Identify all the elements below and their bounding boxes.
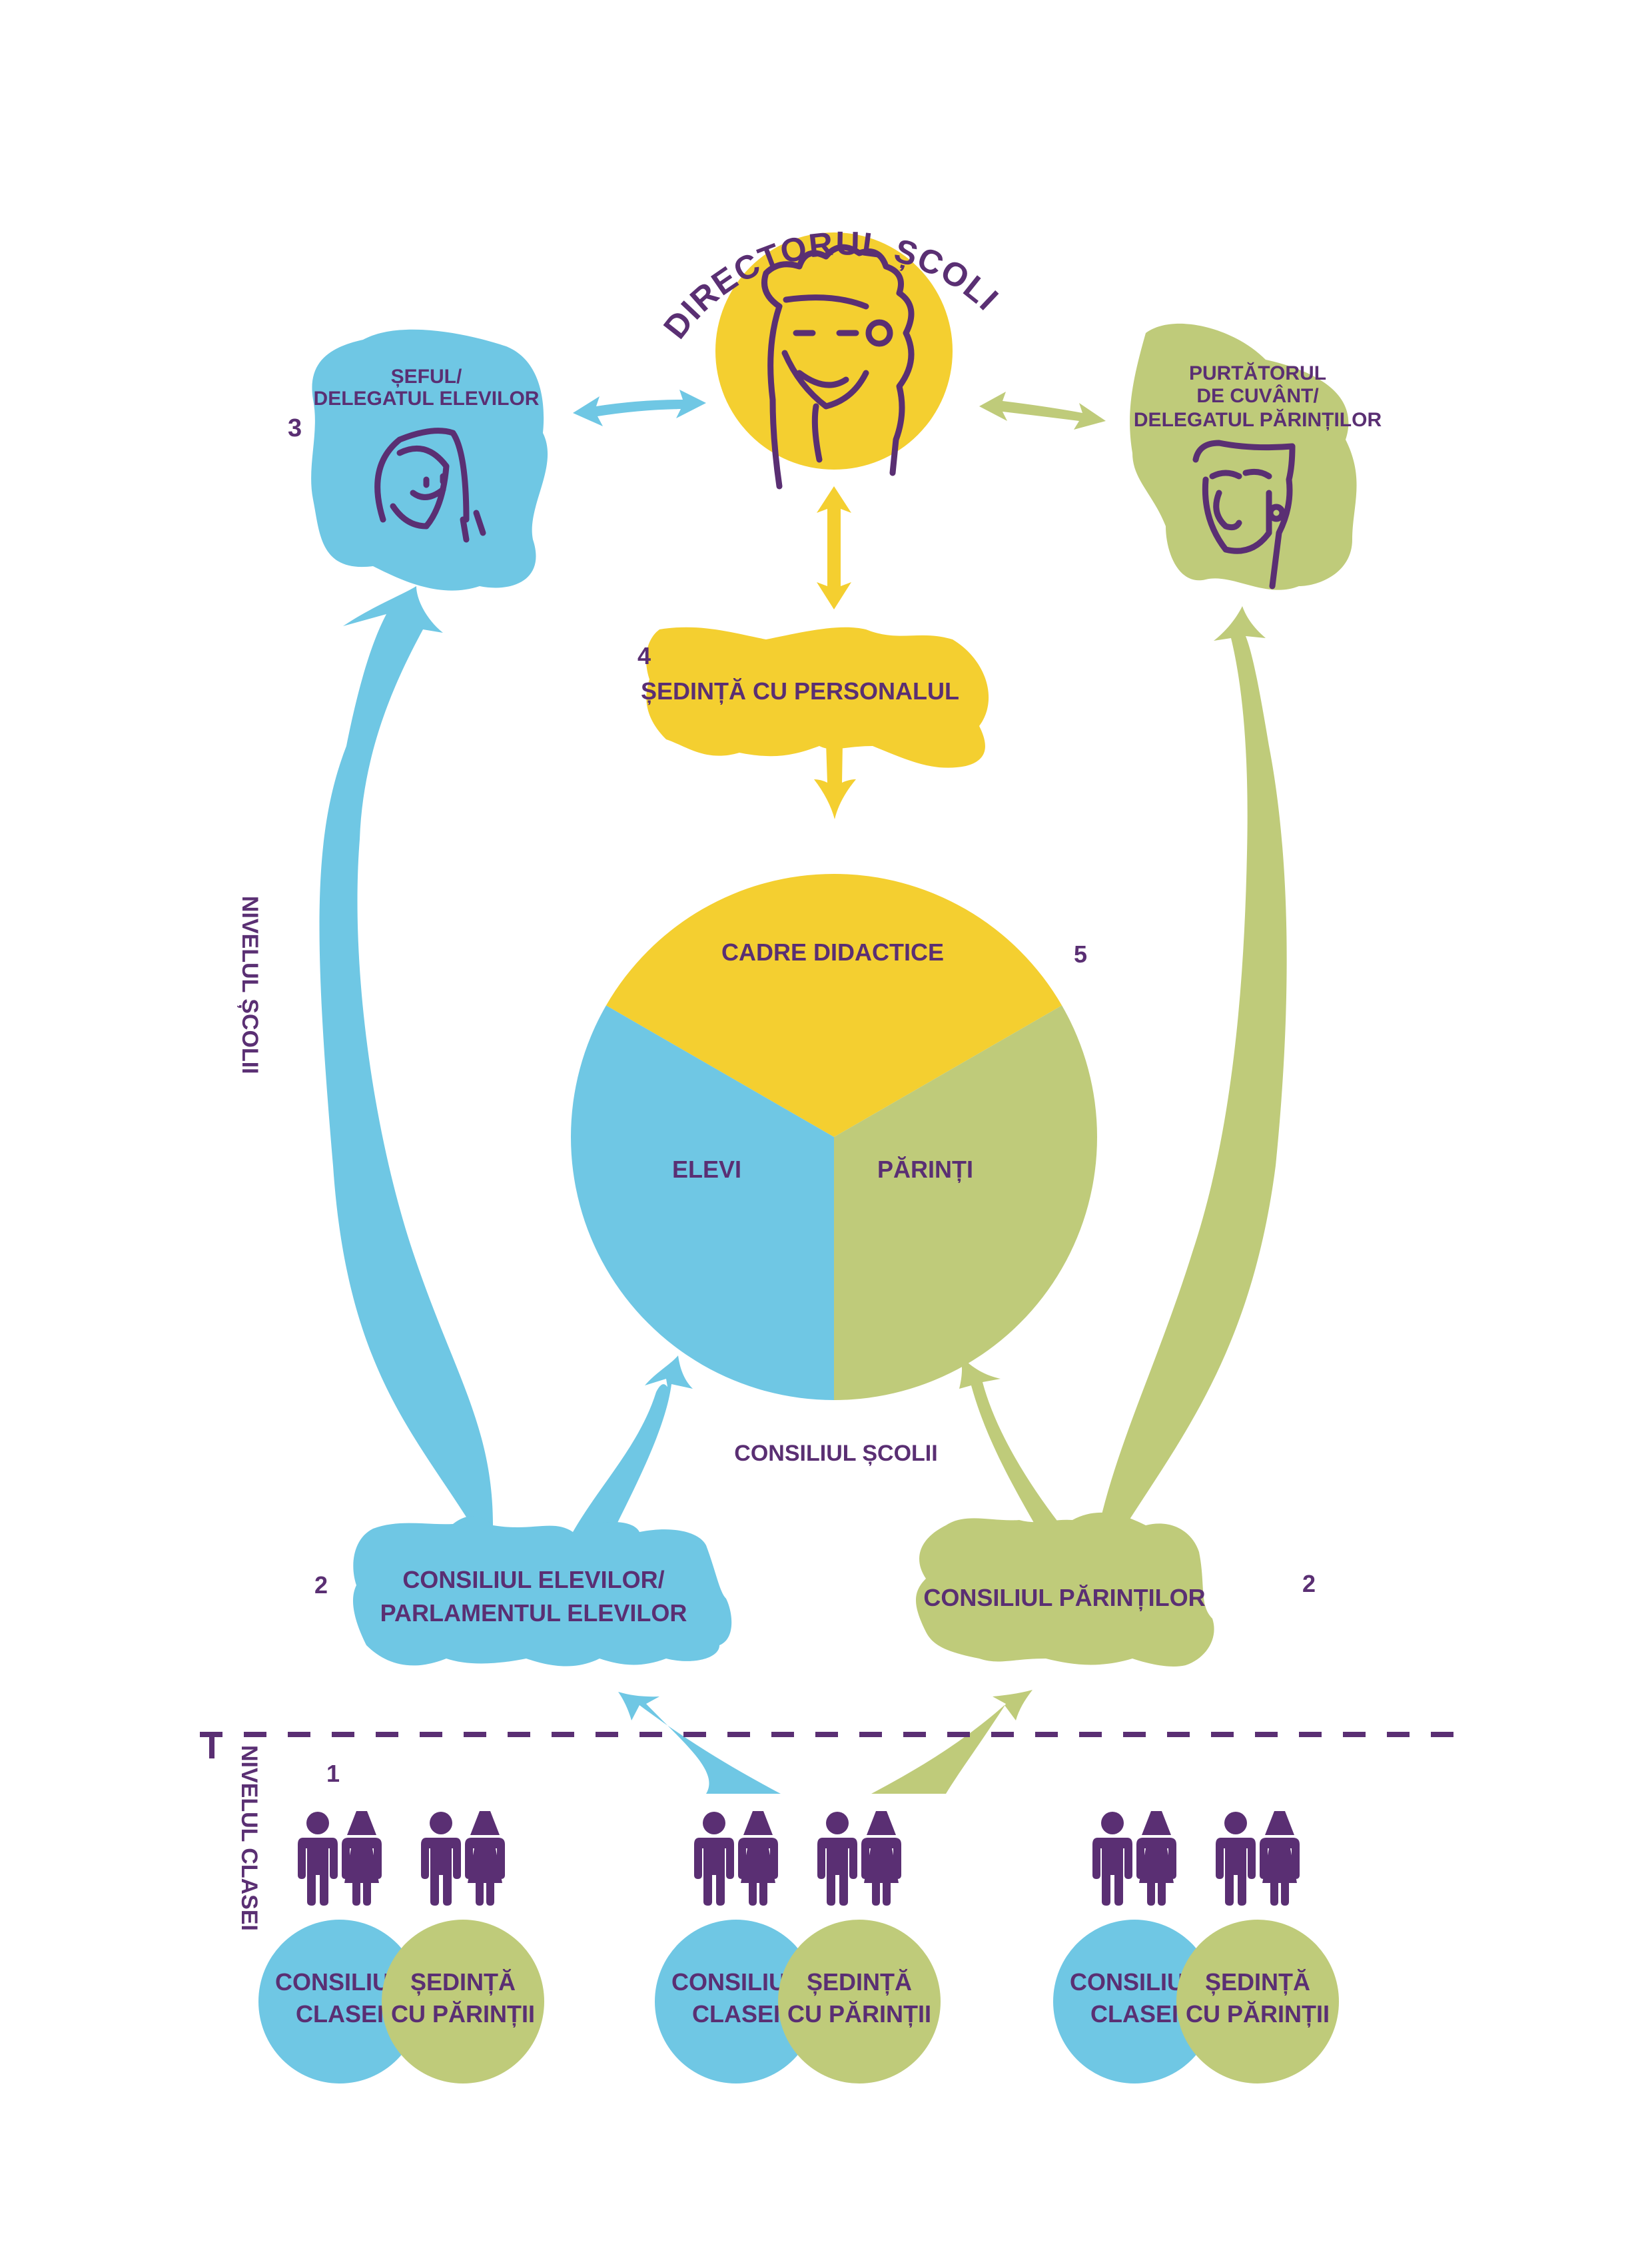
parent-meeting-label-line1: ȘEDINȚĂ bbox=[410, 1968, 516, 1996]
class-council-label-line2: CLASEI bbox=[1090, 2000, 1178, 2028]
student-delegate-blob bbox=[311, 329, 548, 591]
school-council-caption: CONSILIUL ȘCOLII bbox=[734, 1441, 937, 1466]
parent-council-blob bbox=[916, 1512, 1214, 1667]
arrow-parent-council-to-school-council bbox=[959, 1355, 1066, 1532]
arrow-director-parent-delegate bbox=[979, 392, 1106, 430]
woman-icon bbox=[861, 1811, 901, 1906]
level-school-label: NIVELUL ȘCOLII bbox=[237, 896, 262, 1074]
class-level-number: 1 bbox=[326, 1760, 340, 1787]
school-council-pie bbox=[570, 873, 1098, 1400]
arrow-student-council-to-delegate bbox=[319, 586, 493, 1525]
man-icon bbox=[1216, 1812, 1256, 1906]
parent-delegate-blob bbox=[1130, 323, 1357, 590]
student-delegate-number: 3 bbox=[288, 414, 302, 442]
woman-icon bbox=[465, 1811, 505, 1906]
parent-meeting-circle bbox=[382, 1920, 544, 2083]
class-council-circle bbox=[655, 1920, 817, 2083]
school-council-number: 5 bbox=[1074, 941, 1087, 968]
arrow-class-to-parent-council bbox=[871, 1690, 1032, 1794]
staff-meeting-number: 4 bbox=[637, 642, 651, 669]
level-class-label: NIVELUL CLASEI bbox=[236, 1745, 262, 1931]
class-council-label-line2: CLASEI bbox=[296, 2000, 384, 2028]
man-icon bbox=[817, 1812, 857, 1906]
woman-icon bbox=[342, 1811, 382, 1906]
student-face-icon bbox=[374, 428, 486, 543]
parent-council-number: 2 bbox=[1302, 1570, 1316, 1597]
woman-icon bbox=[738, 1811, 778, 1906]
student-council-line2: PARLAMENTUL ELEVILOR bbox=[380, 1599, 687, 1627]
student-delegate-line1: ȘEFUL/ bbox=[391, 366, 462, 388]
parent-meeting-label-line2: CU PĂRINȚII bbox=[787, 2000, 931, 2028]
class-council-circle bbox=[1053, 1920, 1216, 2083]
student-council-line1: CONSILIUL ELEVILOR/ bbox=[402, 1566, 664, 1593]
parent-meeting-label-line1: ȘEDINȚĂ bbox=[1205, 1968, 1310, 1996]
man-icon bbox=[694, 1812, 734, 1906]
man-icon bbox=[1092, 1812, 1132, 1906]
parent-delegate-line3: DELEGATUL PĂRINȚILOR bbox=[1134, 408, 1382, 431]
parent-meeting-label-line2: CU PĂRINȚII bbox=[1186, 2000, 1330, 2028]
man-icon bbox=[421, 1812, 461, 1906]
arrow-parent-council-to-delegate bbox=[1099, 606, 1287, 1525]
arrow-director-student-delegate bbox=[573, 390, 706, 426]
pie-segment-parents bbox=[834, 1005, 1098, 1400]
staff-meeting-blob bbox=[646, 627, 989, 768]
parent-meeting-label-line2: CU PĂRINȚII bbox=[391, 2000, 535, 2028]
parent-meeting-circle bbox=[778, 1920, 941, 2083]
parent-council-label: CONSILIUL PĂRINȚILOR bbox=[923, 1584, 1205, 1611]
man-icon bbox=[298, 1812, 338, 1906]
student-delegate-line2: DELEGATUL ELEVILOR bbox=[314, 388, 540, 410]
woman-icon bbox=[1260, 1811, 1300, 1906]
pie-segment-students bbox=[570, 1005, 834, 1400]
class-council-circle bbox=[258, 1920, 421, 2083]
parent-delegate-line2: DE CUVÂNT/ bbox=[1196, 384, 1319, 407]
woman-icon bbox=[1136, 1811, 1176, 1906]
arrow-class-to-student-council bbox=[618, 1692, 781, 1794]
pie-label-teachers: CADRE DIDACTICE bbox=[721, 939, 944, 966]
student-council-number: 2 bbox=[314, 1571, 328, 1599]
arrow-staff-meeting-to-school-council bbox=[814, 743, 856, 819]
pie-label-parents: PĂRINȚI bbox=[877, 1156, 973, 1183]
staff-meeting-label: ȘEDINȚĂ CU PERSONALUL bbox=[641, 677, 959, 705]
parent-meeting-label-line1: ȘEDINȚĂ bbox=[807, 1968, 912, 1996]
class-council-label-line2: CLASEI bbox=[692, 2000, 780, 2028]
arrow-director-staff-meeting bbox=[817, 486, 851, 609]
parent-delegate-line1: PURTĂTORUL bbox=[1189, 362, 1326, 384]
director-face-icon bbox=[761, 244, 915, 490]
arrow-student-council-to-school-council bbox=[573, 1355, 693, 1532]
parent-face-icon bbox=[1192, 440, 1296, 589]
parent-meeting-circle bbox=[1176, 1920, 1339, 2083]
student-council-blob bbox=[353, 1516, 732, 1667]
pie-label-students: ELEVI bbox=[672, 1156, 741, 1183]
